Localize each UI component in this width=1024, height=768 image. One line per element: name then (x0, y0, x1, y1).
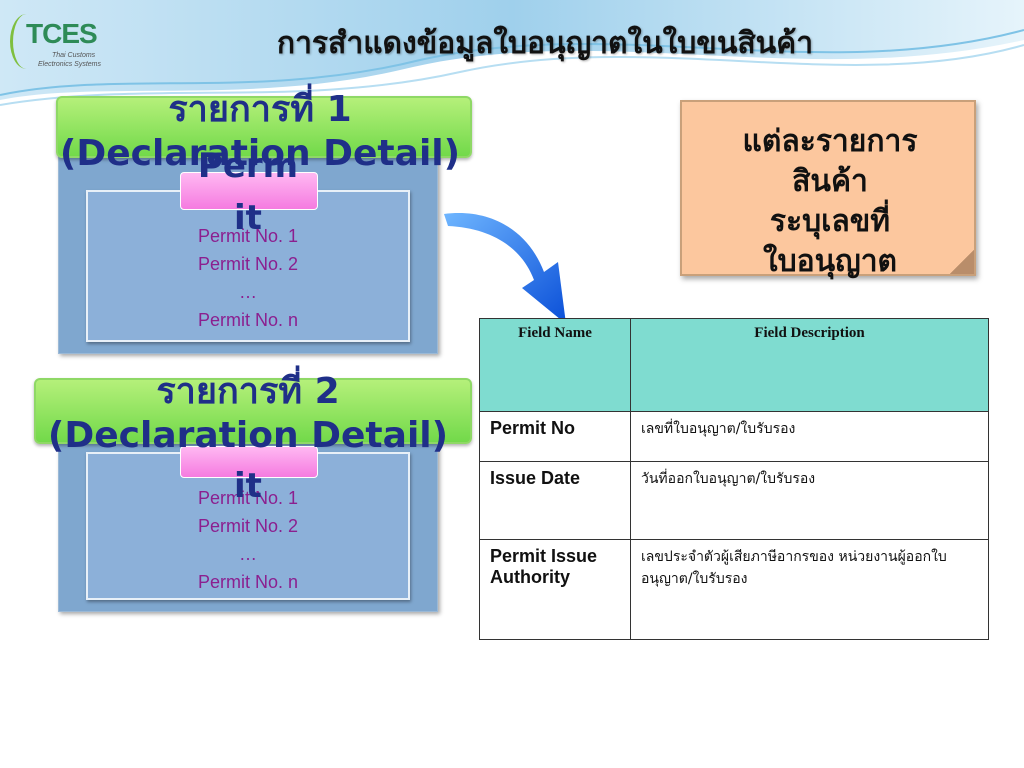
table-header-field-description: Field Description (630, 318, 989, 412)
note-folded-corner (950, 250, 974, 274)
declaration-title-line: รายการที่ 1 (168, 89, 352, 130)
permit-item: Permit No. 1 (197, 488, 299, 508)
logo-subtitle-1: Thai Customs (52, 52, 96, 59)
permit-item: Permit No. 1 (197, 226, 299, 246)
declaration-header-bar-1 (56, 96, 472, 158)
logo-arc-icon (10, 14, 43, 69)
permit-list-1: Permit No. 1 Permit No. 2 … Permit No. n (86, 190, 410, 342)
permit-tab-2 (180, 446, 318, 478)
permit-tab-label-1a: Perm (197, 146, 299, 186)
permit-tab-label-1b: it (234, 198, 262, 238)
declaration-title-line: (Declaration Detail) (47, 415, 449, 456)
table-row: Permit No เลขที่ใบอนุญาต/ใบรับรอง (479, 411, 989, 462)
permit-tab-label-2: it (234, 466, 262, 506)
field-description-cell: เลขที่ใบอนุญาต/ใบรับรอง (630, 411, 989, 462)
permit-item: Permit No. n (197, 310, 299, 330)
declaration-header-bar-2 (34, 378, 472, 444)
field-name-cell: Permit Issue Authority (479, 539, 631, 640)
field-name-cell: Permit No (479, 411, 631, 462)
note-line: ระบุเลขที่ (769, 204, 891, 239)
tces-logo: TCES Thai Customs Electronics Systems (10, 14, 130, 74)
table-row: Permit Issue Authority เลขประจำตัวผู้เสี… (479, 539, 989, 640)
permit-item: … (239, 282, 257, 302)
note-line: ใบอนุญาต (762, 244, 898, 279)
permit-field-table: Field Name Field Description Permit No เ… (479, 318, 989, 640)
permit-item: Permit No. 2 (197, 516, 299, 536)
permit-tab-1 (180, 172, 318, 210)
table-row: Issue Date วันที่ออกใบอนุญาต/ใบรับรอง (479, 461, 989, 540)
note-box (680, 100, 976, 276)
logo-subtitle-2: Electronics Systems (38, 61, 102, 68)
logo-main-text: TCES (26, 18, 98, 49)
header-wave-background (0, 0, 1024, 110)
table-header-field-name: Field Name (479, 318, 631, 412)
permit-item: Permit No. 2 (197, 254, 299, 274)
permit-item: Permit No. n (197, 572, 299, 592)
table-header-row: Field Name Field Description (479, 318, 989, 412)
declaration-title-2: รายการที่ 2 (Declaration Detail) (28, 370, 468, 458)
declaration-title-1: รายการที่ 1 (Declaration Detail) (40, 88, 480, 176)
declaration-title-line: (Declaration Detail) (59, 133, 461, 174)
note-line: แต่ละรายการ (742, 124, 918, 159)
note-text: แต่ละรายการ สินค้า ระบุเลขที่ ใบอนุญาต (700, 122, 960, 282)
curved-arrow-icon (444, 213, 566, 324)
declaration-title-line: รายการที่ 2 (156, 371, 340, 412)
field-name-cell: Issue Date (479, 461, 631, 540)
field-description-cell: วันที่ออกใบอนุญาต/ใบรับรอง (630, 461, 989, 540)
note-line: สินค้า (792, 164, 868, 199)
field-description-cell: เลขประจำตัวผู้เสียภาษีอากรของ หน่วยงานผู… (630, 539, 989, 640)
slide-title: การสำแดงข้อมูลใบอนุญาตในใบขนสินค้า (276, 26, 814, 61)
permit-item: … (239, 544, 257, 564)
